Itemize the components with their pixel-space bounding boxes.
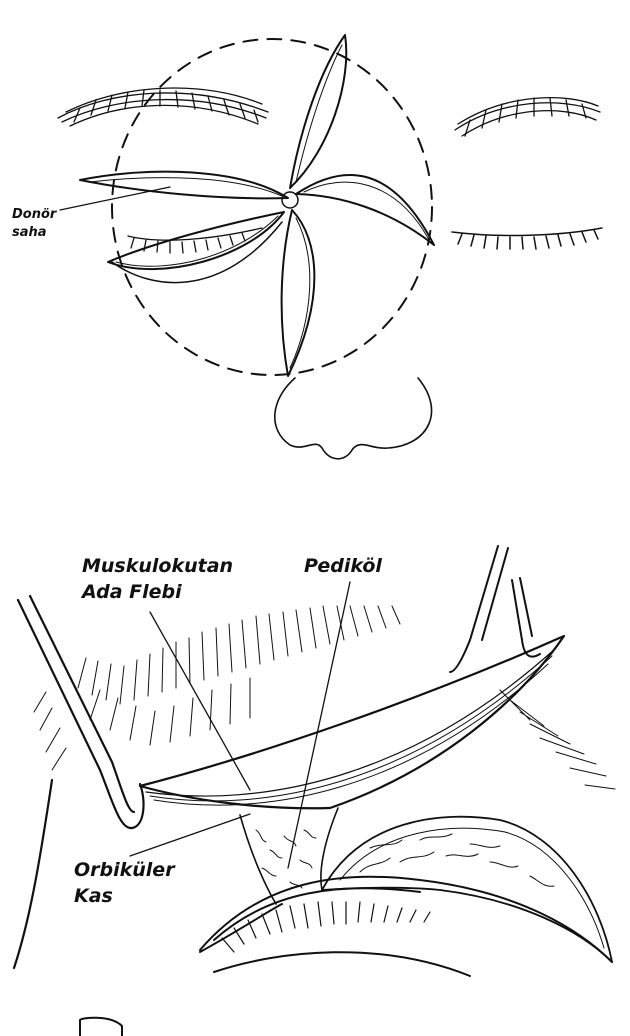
left-eye-lashes — [128, 228, 262, 253]
nose — [275, 378, 432, 459]
donor-pointer-line — [60, 187, 170, 210]
donor-label-line2: saha — [12, 225, 47, 240]
flap-pointer-line — [150, 612, 250, 790]
flap-lower-left — [108, 212, 284, 283]
flap-lower — [282, 210, 315, 376]
top-figure: Donör saha — [12, 35, 602, 459]
left-eyebrow — [58, 88, 268, 126]
muscle-pointer-line — [130, 814, 250, 856]
partial-shape-bottom — [80, 1018, 122, 1036]
lower-eyelid — [214, 952, 470, 976]
muscle-label-line1: Orbiküler — [74, 859, 176, 881]
orbicularis-muscle — [322, 817, 612, 962]
flap-center — [282, 192, 298, 208]
donor-label-line1: Donör — [12, 207, 58, 222]
eyelid-margin — [200, 877, 612, 962]
flap-label-line2: Ada Flebi — [80, 581, 182, 603]
right-eyebrow — [455, 98, 600, 136]
bottom-figure: Muskulokutan Ada Flebi Pediköl Orbiküler… — [14, 546, 615, 1036]
flap-right — [296, 175, 434, 245]
pedicle-label: Pediköl — [304, 555, 382, 577]
face-contour — [14, 780, 52, 968]
muscle-label-line2: Kas — [74, 885, 113, 907]
right-eye-closed — [452, 228, 602, 249]
flap-label-line1: Muskulokutan — [82, 555, 233, 577]
flap-donor — [80, 172, 288, 199]
flap-upper — [290, 35, 346, 188]
eyelashes — [222, 902, 430, 952]
left-retractor — [18, 596, 144, 828]
